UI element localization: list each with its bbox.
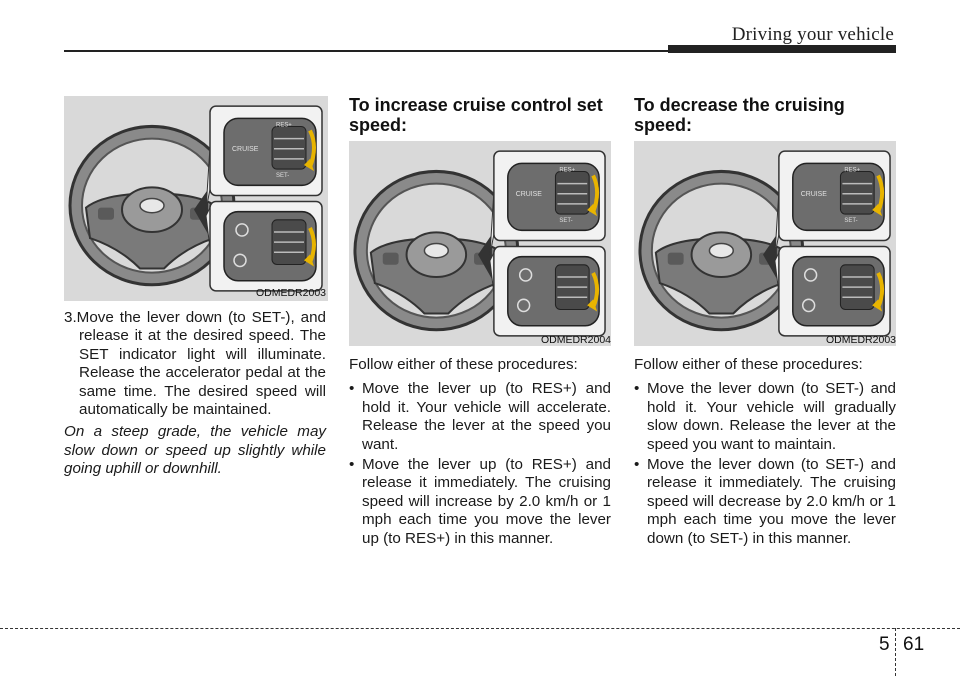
svg-text:SET-: SET- (276, 173, 289, 179)
svg-text:CRUISE: CRUISE (232, 146, 259, 153)
column-1-text: 3.Move the lever down (to SET-), and rel… (64, 309, 326, 479)
figure-cruise-increase: CRUISE RES+ SET- (349, 141, 611, 346)
steep-grade-note: On a steep grade, the vehicle may slow d… (64, 423, 326, 478)
svg-text:RES+: RES+ (276, 122, 292, 128)
list-item: Move the lever down (to SET-) and hold i… (634, 380, 896, 454)
list-item: Move the lever up (to RES+) and hold it.… (349, 380, 611, 454)
figure-cruise-decrease: CRUISE RES+ SET- (634, 141, 896, 346)
figure-code: ODMEDR2003 (255, 287, 326, 299)
svg-text:CRUISE: CRUISE (801, 191, 828, 198)
steering-wheel-illustration: CRUISE RES+ SET- (64, 96, 328, 301)
figure-code: ODMEDR2003 (825, 334, 896, 346)
steering-wheel-illustration: CRUISE RES+ SET- (634, 141, 896, 346)
list-item: Move the lever down (to SET-) and releas… (634, 456, 896, 548)
figure-code: ODMEDR2004 (540, 334, 611, 346)
column-2-text: Follow either of these procedures: Move … (349, 356, 611, 550)
procedure-list: Move the lever up (to RES+) and hold it.… (349, 380, 611, 548)
footer-rule (0, 628, 960, 629)
column-3-text: Follow either of these procedures: Move … (634, 356, 896, 550)
svg-text:RES+: RES+ (559, 167, 575, 173)
header-rule-thick (668, 45, 896, 53)
svg-text:CRUISE: CRUISE (516, 191, 543, 198)
svg-text:RES+: RES+ (844, 167, 860, 173)
heading-decrease-speed: To decrease the cruising speed: (634, 95, 845, 135)
procedure-intro: Follow either of these procedures: (634, 356, 863, 373)
procedure-list: Move the lever down (to SET-) and hold i… (634, 380, 896, 548)
header-rule (64, 50, 670, 52)
running-header: Driving your vehicle (731, 24, 894, 45)
procedure-intro: Follow either of these procedures: (349, 356, 578, 373)
page-number: 61 (903, 634, 925, 655)
svg-text:SET-: SET- (559, 218, 572, 224)
heading-increase-speed: To increase cruise control set speed: (349, 95, 603, 135)
svg-text:SET-: SET- (844, 218, 857, 224)
steering-wheel-illustration: CRUISE RES+ SET- (349, 141, 611, 346)
figure-cruise-set: CRUISE RES+ SET- (64, 96, 328, 301)
list-item: Move the lever up (to RES+) and release … (349, 456, 611, 548)
footer-divider (895, 628, 896, 676)
step-3: 3.Move the lever down (to SET-), and rel… (64, 309, 326, 419)
chapter-number: 5 (879, 634, 890, 655)
